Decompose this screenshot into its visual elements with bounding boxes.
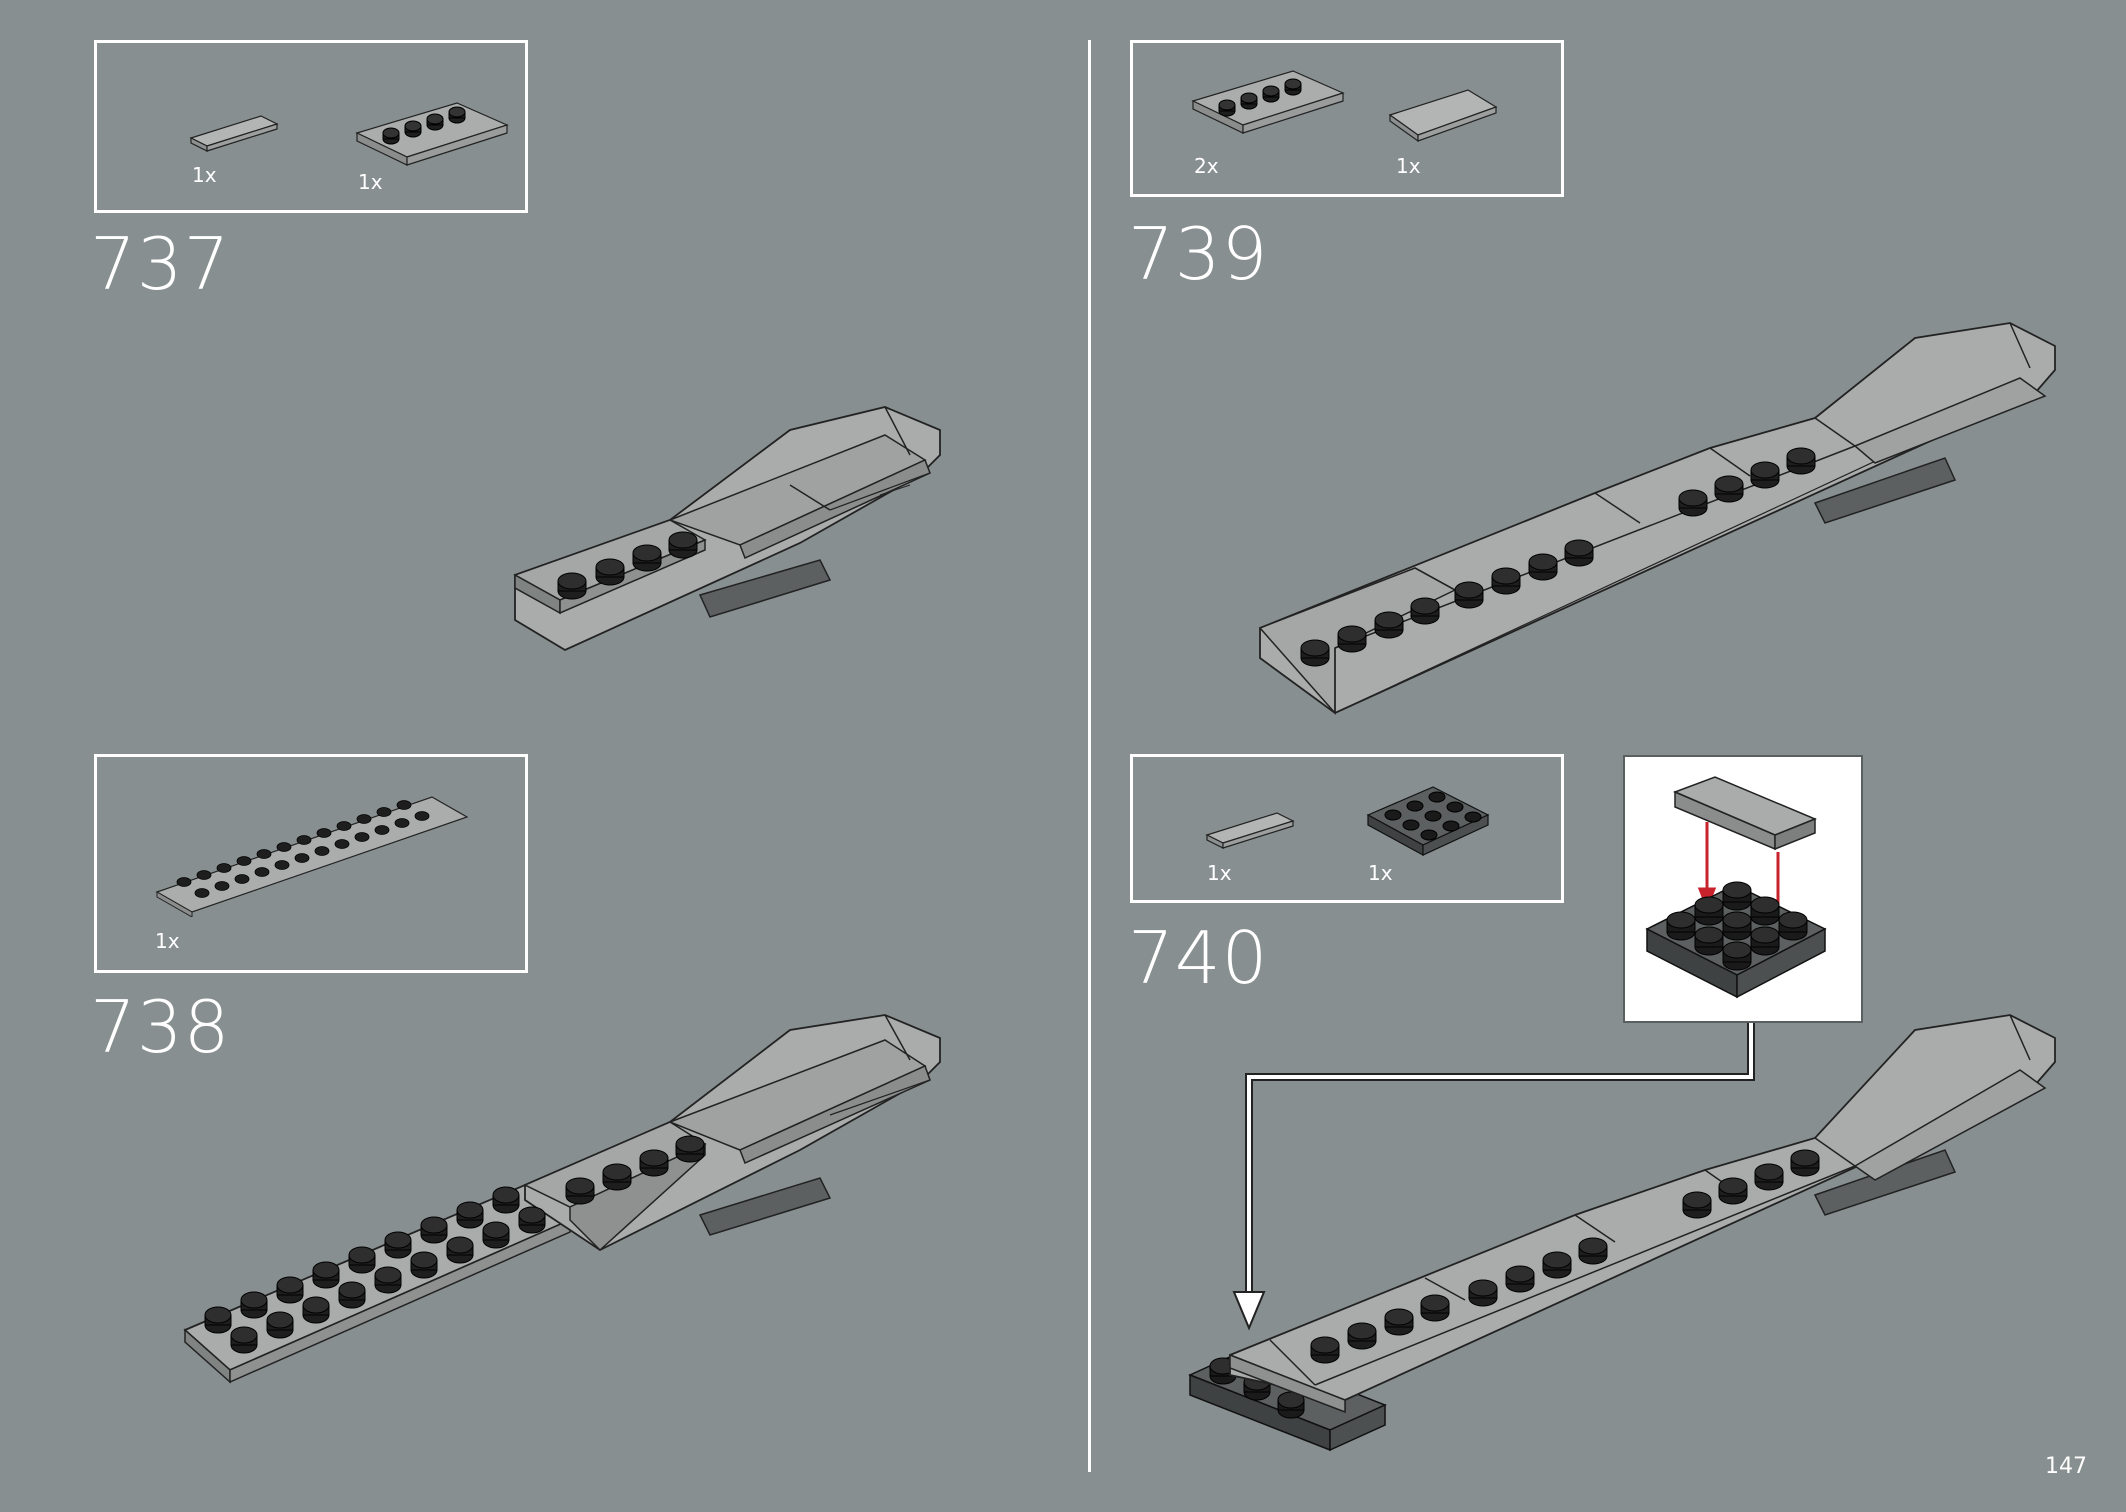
page-number: 147	[2045, 1454, 2087, 1479]
sub-assembly-diagram	[1645, 776, 1827, 999]
part-qty: 1x	[1396, 154, 1421, 178]
plate-2x4-icon	[355, 102, 509, 166]
plate-2x12-icon	[155, 796, 469, 917]
page-divider	[1088, 40, 1091, 1472]
part-qty: 2x	[1194, 154, 1219, 178]
step-740-model	[1188, 1014, 2056, 1452]
part-qty: 1x	[358, 170, 383, 194]
parts-list-737: 1x 1x	[94, 40, 528, 213]
part-qty: 1x	[1368, 861, 1393, 885]
parts-list-738: 1x	[94, 754, 528, 973]
step-number-737: 737	[90, 222, 231, 306]
step-number-739: 739	[1128, 212, 1269, 296]
plate-3x3-dark-icon	[1366, 786, 1490, 857]
step-number-738: 738	[90, 985, 231, 1069]
plate-2x4-icon	[1191, 70, 1345, 134]
tile-2x4-icon	[1388, 89, 1498, 143]
step-737-model	[513, 406, 941, 652]
tile-1x4-icon	[1205, 812, 1295, 849]
tile-1x4-icon	[189, 115, 279, 152]
step-738-model	[183, 1014, 941, 1384]
step-number-740: 740	[1128, 916, 1269, 1000]
parts-list-740: 1x 1x	[1130, 754, 1564, 903]
parts-list-739: 2x 1x	[1130, 40, 1564, 197]
sub-assembly-callout	[1623, 755, 1863, 1023]
part-qty: 1x	[192, 163, 217, 187]
step-739-model	[1258, 322, 2056, 715]
part-qty: 1x	[1207, 861, 1232, 885]
part-qty: 1x	[155, 929, 180, 953]
